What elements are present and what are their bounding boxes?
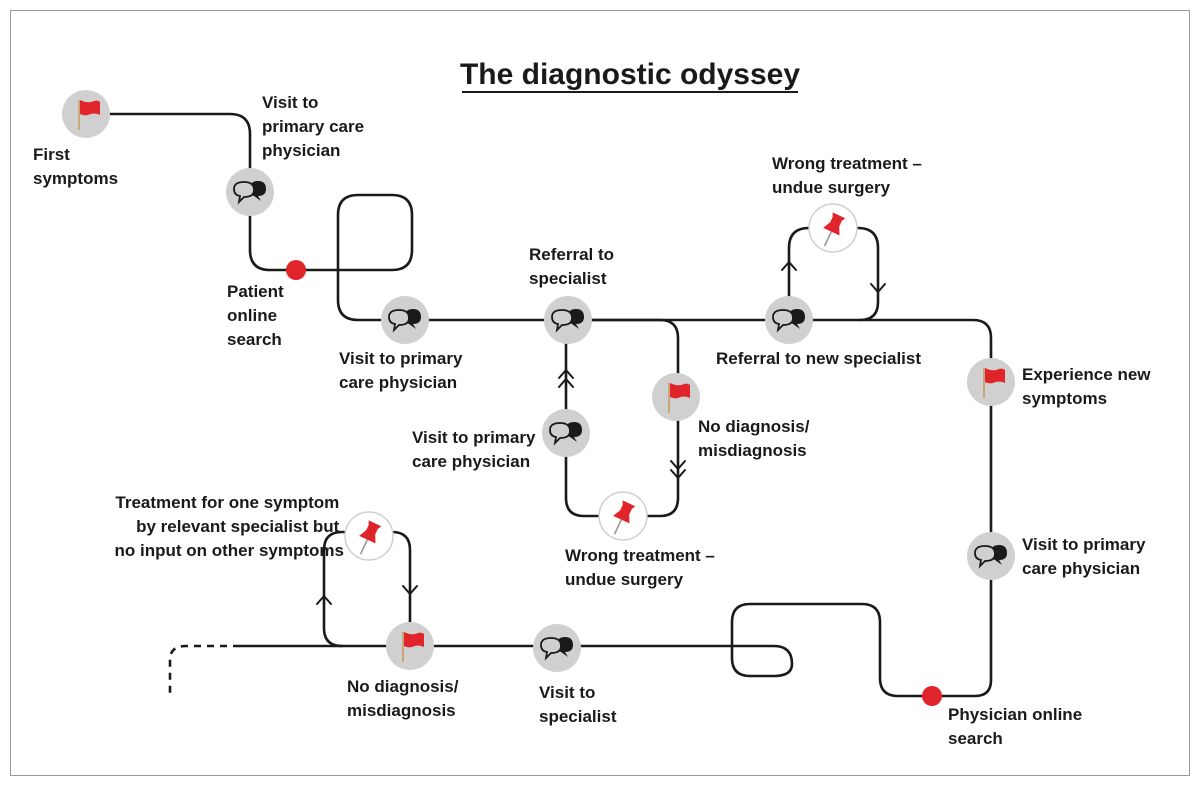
label-patient-online-search: Patient online search — [227, 282, 288, 349]
journey-nodes — [62, 90, 1015, 672]
dashed-tail — [168, 644, 240, 698]
speech-bubbles-icon — [388, 309, 421, 333]
red-flag-icon — [78, 100, 100, 130]
label-no-diagnosis-2: No diagnosis/ misdiagnosis — [347, 677, 463, 720]
direction-arrows — [316, 261, 886, 605]
label-no-diagnosis-1: No diagnosis/ misdiagnosis — [698, 417, 814, 460]
node-no-diagnosis-1 — [652, 373, 700, 421]
label-treatment-one-symptom: Treatment for one symptom by relevant sp… — [115, 493, 345, 560]
red-flag-icon — [402, 632, 424, 662]
label-referral-specialist: Referral to specialist — [529, 245, 619, 288]
label-visit-pcp-4: Visit to primary care physician — [1022, 535, 1150, 578]
speech-bubbles-icon — [772, 309, 805, 333]
diagram-title: The diagnostic odyssey — [460, 58, 800, 91]
speech-bubbles-icon — [540, 637, 573, 661]
diagram-frame — [10, 10, 1190, 776]
speech-bubbles-icon — [974, 545, 1007, 569]
push-pin-icon — [613, 500, 636, 535]
label-visit-pcp-2: Visit to primary care physician — [339, 349, 467, 392]
node-visit-pcp-3 — [542, 409, 590, 457]
physician-online-search-dot — [922, 686, 942, 706]
label-physician-online-search: Physician online search — [948, 705, 1087, 748]
node-visit-pcp-4 — [967, 532, 1015, 580]
journey-labels: First symptoms Visit to primary care phy… — [33, 93, 1155, 748]
node-visit-specialist — [533, 624, 581, 672]
node-first-symptoms — [62, 90, 110, 138]
label-wrong-treatment-1: Wrong treatment – undue surgery — [565, 546, 720, 589]
push-pin-icon — [823, 212, 846, 247]
label-experience-new-symptoms: Experience new symptoms — [1022, 365, 1155, 408]
patient-online-search-dot — [286, 260, 306, 280]
node-referral-specialist — [544, 296, 592, 344]
journey-path — [84, 112, 993, 698]
label-wrong-treatment-2: Wrong treatment – undue surgery — [772, 154, 927, 197]
node-treatment-one-symptom — [344, 511, 394, 561]
speech-bubbles-icon — [233, 181, 266, 205]
label-visit-pcp-1: Visit to primary care physician — [262, 93, 369, 160]
node-wrong-treatment-2 — [808, 203, 858, 253]
node-experience-new-symptoms — [967, 358, 1015, 406]
node-referral-new-specialist — [765, 296, 813, 344]
push-pin-icon — [359, 520, 382, 555]
red-flag-icon — [983, 368, 1005, 398]
label-first-symptoms: First symptoms — [33, 145, 118, 188]
speech-bubbles-icon — [551, 309, 584, 333]
speech-bubbles-icon — [549, 422, 582, 446]
node-visit-pcp-1 — [226, 168, 274, 216]
label-visit-pcp-3: Visit to primary care physician — [412, 428, 540, 471]
red-flag-icon — [668, 383, 690, 413]
node-visit-pcp-2 — [381, 296, 429, 344]
node-wrong-treatment-1 — [598, 491, 648, 541]
node-no-diagnosis-2 — [386, 622, 434, 670]
label-referral-new-specialist: Referral to new specialist — [716, 349, 921, 368]
label-visit-specialist: Visit to specialist — [539, 683, 617, 726]
